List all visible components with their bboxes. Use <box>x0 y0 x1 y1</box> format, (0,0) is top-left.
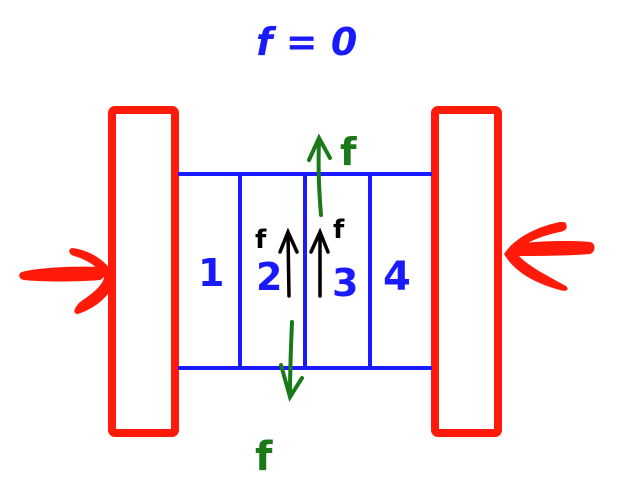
external-force-up-arrow-icon <box>307 133 332 217</box>
left-push-arrow-icon <box>19 248 116 314</box>
internal-force-arrow-block-3-icon <box>309 227 330 298</box>
block-label-2: 2 <box>256 255 282 299</box>
block-label-4: 4 <box>383 254 411 300</box>
right-push-arrow-icon <box>504 222 595 291</box>
internal-force-label-block-3: f <box>333 215 345 245</box>
block-label-1: 1 <box>198 251 224 295</box>
external-force-down-arrow-icon <box>279 320 304 402</box>
external-force-down-label: f <box>255 434 273 480</box>
internal-force-arrow-block-2-icon <box>278 227 299 298</box>
equation-label: f = 0 <box>256 20 357 64</box>
right-plate <box>431 106 502 437</box>
left-plate <box>108 106 179 437</box>
internal-force-label-block-2: f <box>255 225 267 255</box>
blocks <box>178 172 432 370</box>
block-label-3: 3 <box>332 261 358 305</box>
external-force-up-label: f <box>340 130 357 174</box>
